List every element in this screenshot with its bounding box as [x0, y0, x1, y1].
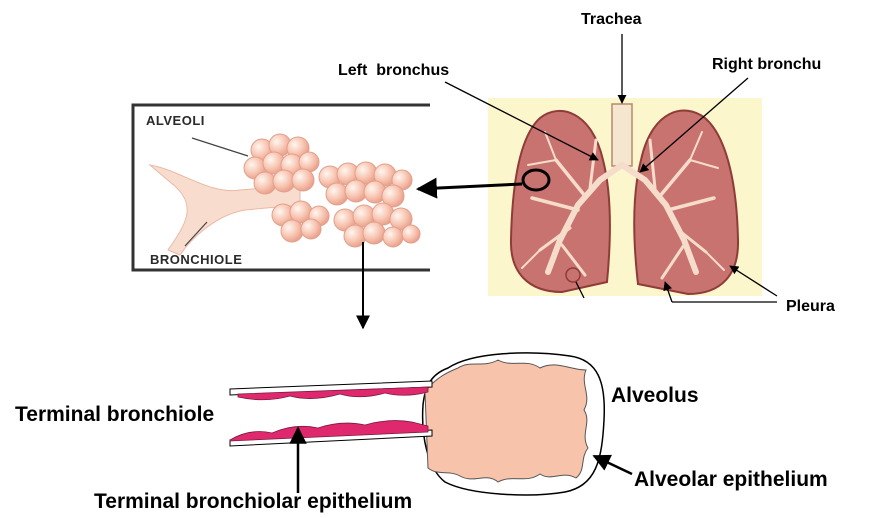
label-alveoli: ALVEOLI — [146, 113, 205, 128]
label-left-bronchus: Left bronchus — [338, 62, 449, 80]
alveoli-inset — [133, 105, 430, 270]
label-alveolus: Alveolus — [611, 384, 699, 408]
label-pleura: Pleura — [786, 298, 835, 316]
label-terminal-bronchiolar-epithelium: Terminal bronchiolar epithelium — [94, 490, 412, 514]
label-terminal-bronchiole: Terminal bronchiole — [15, 403, 214, 427]
alveolus-lumen — [425, 360, 588, 482]
lungs-illustration — [488, 98, 762, 296]
alveolar-epithelium-arrow — [594, 456, 632, 474]
label-trachea: Trachea — [581, 11, 641, 29]
terminal-unit — [230, 353, 604, 495]
label-alveolar-epithelium: Alveolar epithelium — [634, 468, 828, 492]
label-bronchiole: BRONCHIOLE — [150, 252, 242, 267]
trachea — [612, 104, 632, 166]
label-right-bronchus: Right bronchu — [712, 56, 821, 74]
